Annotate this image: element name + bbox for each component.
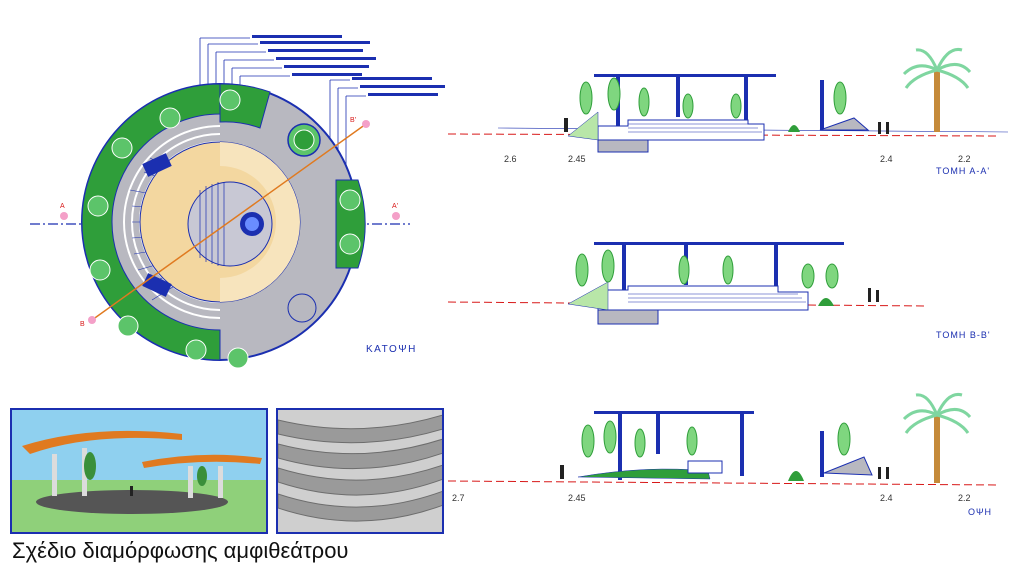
marker-a-left <box>60 212 68 220</box>
marker-a-right <box>392 212 400 220</box>
plan-trees <box>87 89 361 369</box>
svg-text:2.45: 2.45 <box>568 154 586 164</box>
svg-text:2.7: 2.7 <box>452 493 465 503</box>
roof <box>594 74 776 77</box>
section-bb-drawing: ΤΟΜΗ Β-Β' <box>448 242 991 340</box>
marker-a-left-label: A <box>60 203 65 210</box>
axis-b <box>91 123 367 321</box>
annotation-text-marks <box>252 35 445 96</box>
tree-planter-2 <box>287 293 317 323</box>
plan-title: ΚΑΤΟΨΗ <box>366 344 417 355</box>
svg-text:2.4: 2.4 <box>880 154 893 164</box>
render-3d-view <box>10 408 268 534</box>
elevation-title: ΟΨΗ <box>968 507 992 517</box>
marker-a-right-label: A' <box>392 203 398 210</box>
trees-elev <box>581 420 851 458</box>
svg-text:2.2: 2.2 <box>958 493 971 503</box>
section-aa-drawing: 2.6 2.45 2.4 2.2 ΤΟΜΗ Α-Α' <box>448 47 1008 176</box>
roof <box>594 242 844 245</box>
marker-b-bottom-label: B <box>80 321 85 328</box>
plan-drawing: A A' <box>30 35 445 369</box>
stage <box>187 181 273 267</box>
elevation-drawing: 2.7 2.45 2.4 2.2 ΟΨΗ <box>448 392 999 517</box>
svg-text:2.4: 2.4 <box>880 493 893 503</box>
render-seating-view <box>276 408 444 534</box>
roof <box>594 411 754 414</box>
section-bb-title: ΤΟΜΗ Β-Β' <box>936 330 991 340</box>
svg-text:2.6: 2.6 <box>504 154 517 164</box>
section-aa-title: ΤΟΜΗ Α-Α' <box>936 166 990 176</box>
palm-elev <box>902 392 972 483</box>
ground-line <box>448 133 999 137</box>
caption: Σχέδιο διαμόρφωσης αμφιθεάτρου <box>12 538 349 563</box>
palm-aa <box>902 47 972 132</box>
seating-steps <box>597 119 765 141</box>
svg-text:2.2: 2.2 <box>958 154 971 164</box>
svg-text:2.45: 2.45 <box>568 493 586 503</box>
stage-lines <box>199 182 225 266</box>
shelter-top <box>142 153 172 177</box>
marker-b-top-label: B' <box>350 117 356 124</box>
people-aa <box>564 118 889 134</box>
trees-bb <box>575 249 839 289</box>
trees-aa <box>579 77 847 119</box>
